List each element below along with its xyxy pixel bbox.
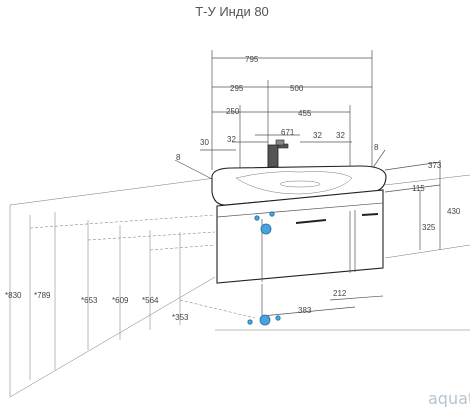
height-830: *830 [5, 291, 22, 300]
faucet [267, 139, 289, 168]
height-789: *789 [34, 291, 51, 300]
brand-watermark: aquat [428, 389, 470, 407]
dim-373: 373 [428, 161, 442, 170]
dim-8-right: 8 [374, 143, 379, 152]
height-653: *653 [81, 296, 98, 305]
bottom-dimension-lines [261, 284, 384, 318]
supply-left-icon [247, 319, 253, 325]
top-dimension-lines [200, 50, 373, 170]
vanity-cabinet [216, 189, 384, 284]
supply-right-icon [275, 315, 281, 321]
dim-500: 500 [290, 84, 304, 93]
dim-383: 383 [298, 306, 312, 315]
height-609: *609 [112, 296, 129, 305]
dim-671: 671 [281, 128, 295, 137]
dim-250: 250 [226, 107, 240, 116]
dim-8-left: 8 [176, 153, 181, 162]
water-inlet-right-icon [269, 211, 275, 217]
dim-455: 455 [298, 109, 312, 118]
dim-795: 795 [245, 55, 259, 64]
dim-325: 325 [422, 223, 436, 232]
dim-30: 30 [200, 138, 209, 147]
dim-212: 212 [333, 289, 347, 298]
dim-32-right: 32 [336, 131, 345, 140]
drawing-title: Т-У Инди 80 [195, 4, 269, 19]
water-inlet-left-icon [254, 215, 260, 221]
dim-32-left: 32 [227, 135, 236, 144]
sewer-port-icon [259, 314, 271, 326]
dim-430: 430 [447, 207, 461, 216]
height-564: *564 [142, 296, 159, 305]
dim-115: 115 [412, 184, 425, 193]
water-ports [247, 211, 281, 326]
perspective-guides [9, 174, 470, 398]
sink-basin [211, 165, 387, 206]
height-353: *353 [172, 313, 189, 322]
dim-295: 295 [230, 84, 244, 93]
dim-32-mid: 32 [313, 131, 322, 140]
drain-port-icon [260, 223, 272, 235]
side-dimension-lines [174, 149, 441, 250]
